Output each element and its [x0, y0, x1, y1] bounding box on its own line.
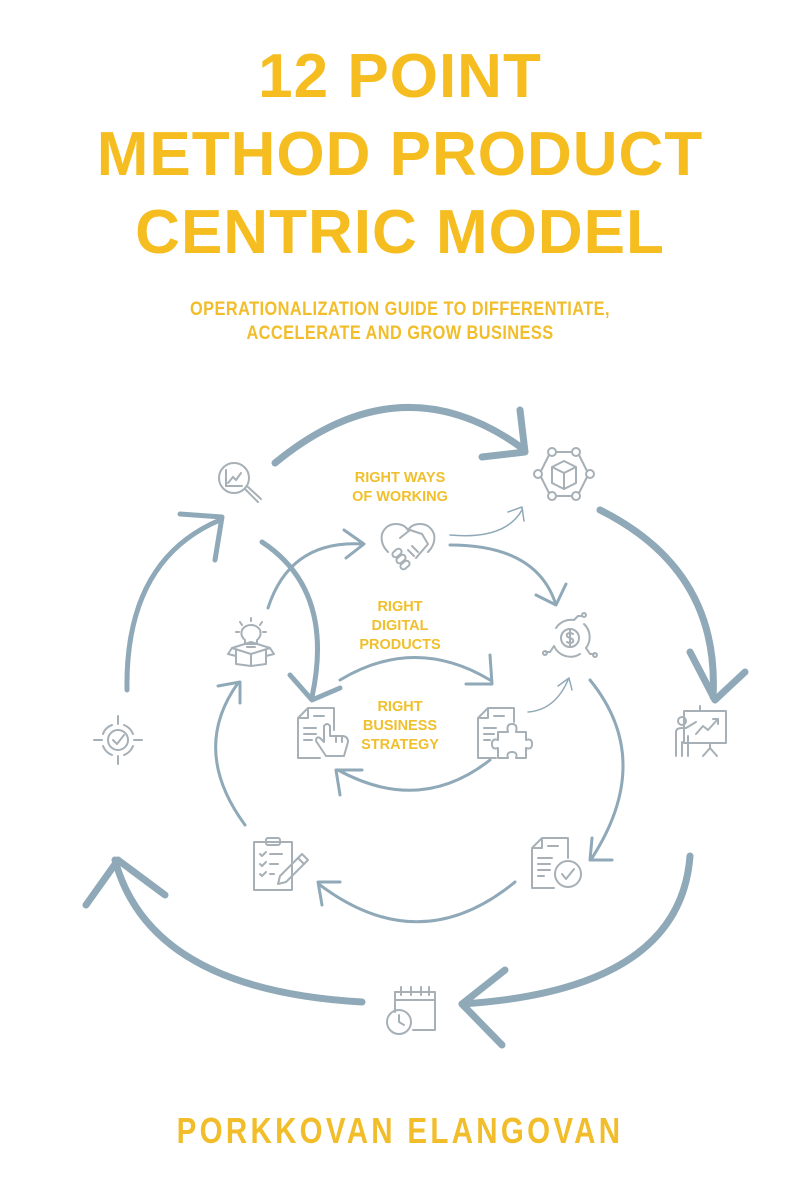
connector-puzzle-dollar-head	[557, 677, 573, 691]
outer-arrow-bottom-left-head	[82, 856, 169, 909]
middle-arrow-right-head	[588, 836, 614, 862]
middle-arrow-top-head	[342, 528, 366, 560]
document-check-icon	[531, 837, 582, 889]
middle-arrow-left	[214, 681, 247, 827]
outer-arrow-top	[271, 404, 526, 467]
handshake-heart-icon	[380, 523, 436, 571]
connector-handshake-network-head	[507, 506, 525, 522]
connector-handshake-network	[449, 509, 523, 537]
magnifier-chart-icon	[218, 462, 262, 503]
middle-arrow-top	[266, 542, 364, 610]
outer-arrow-bottom-left	[111, 856, 366, 1006]
inner-ring-arrows	[334, 653, 494, 797]
middle-arrow-bottom	[318, 880, 517, 924]
connector-puzzle-dollar	[527, 679, 569, 713]
outer-arrow-top-head	[478, 406, 529, 461]
network-box-icon	[533, 447, 595, 501]
document-puzzle-icon	[477, 707, 533, 759]
inner-arrow-bottom-head	[334, 768, 364, 797]
dollar-cycle-icon	[542, 612, 598, 658]
ring-label-business-strategy: RIGHT BUSINESS STRATEGY	[350, 698, 450, 755]
inner-arrow-bottom	[336, 758, 492, 792]
ring-label-line: OF WORKING	[352, 489, 448, 505]
ring-label-line: DIGITAL PRODUCTS	[359, 618, 441, 653]
title-line-3: CENTRIC MODEL	[135, 198, 665, 267]
middle-arrow-down	[259, 539, 320, 700]
lightbulb-box-icon	[227, 617, 275, 667]
book-subtitle: OPERATIONALIZATION GUIDE TO DIFFERENTIAT…	[56, 298, 744, 346]
book-title: 12 POINT METHOD PRODUCT CENTRIC MODEL	[0, 38, 800, 272]
ring-label-line: RIGHT WAYS	[354, 470, 446, 486]
middle-arrow-right	[588, 678, 625, 860]
ring-label-line: RIGHT	[377, 599, 423, 615]
ring-label-line: STRATEGY	[361, 737, 439, 753]
outer-arrow-left-head	[177, 511, 225, 563]
calendar-clock-icon	[386, 986, 436, 1035]
ring-label-digital-products: RIGHT DIGITAL PRODUCTS	[330, 598, 470, 655]
title-line-2: METHOD PRODUCT	[96, 120, 704, 189]
outer-ring-arrows-thin	[124, 511, 343, 703]
middle-ring-arrows	[214, 528, 625, 924]
subtitle-line-1: OPERATIONALIZATION GUIDE TO DIFFERENTIAT…	[190, 299, 610, 320]
ring-label-line: BUSINESS	[362, 718, 438, 734]
author-name: PORKKOVAN ELANGOVAN	[176, 1110, 624, 1151]
subtitle-line-2: ACCELERATE AND GROW BUSINESS	[246, 323, 554, 344]
middle-arrow-handshake-right-head	[534, 582, 568, 607]
ring-label-ways-of-working: RIGHT WAYS OF WORKING	[330, 469, 470, 507]
target-check-icon	[93, 715, 143, 765]
middle-arrow-down-head	[287, 672, 343, 703]
connector-arrows	[449, 506, 573, 713]
outer-arrow-bottom-right-head	[458, 966, 509, 1049]
document-hand-icon	[297, 707, 349, 759]
inner-arrow-top	[338, 656, 492, 682]
checklist-pen-icon	[253, 837, 309, 891]
inner-arrow-top-head	[464, 653, 494, 686]
middle-arrow-bottom-head	[316, 880, 342, 907]
outer-arrow-right-head	[686, 648, 749, 704]
middle-arrow-handshake-right	[448, 543, 557, 604]
ring-label-line: RIGHT	[377, 699, 423, 715]
middle-arrow-left-head	[216, 680, 242, 705]
outer-ring-arrows	[82, 404, 749, 1049]
outer-arrow-bottom-right	[458, 852, 694, 1008]
title-line-1: 12 POINT	[258, 42, 542, 111]
outer-arrow-right	[596, 506, 717, 701]
outer-arrow-left	[124, 517, 223, 693]
presentation-icon	[675, 705, 727, 757]
